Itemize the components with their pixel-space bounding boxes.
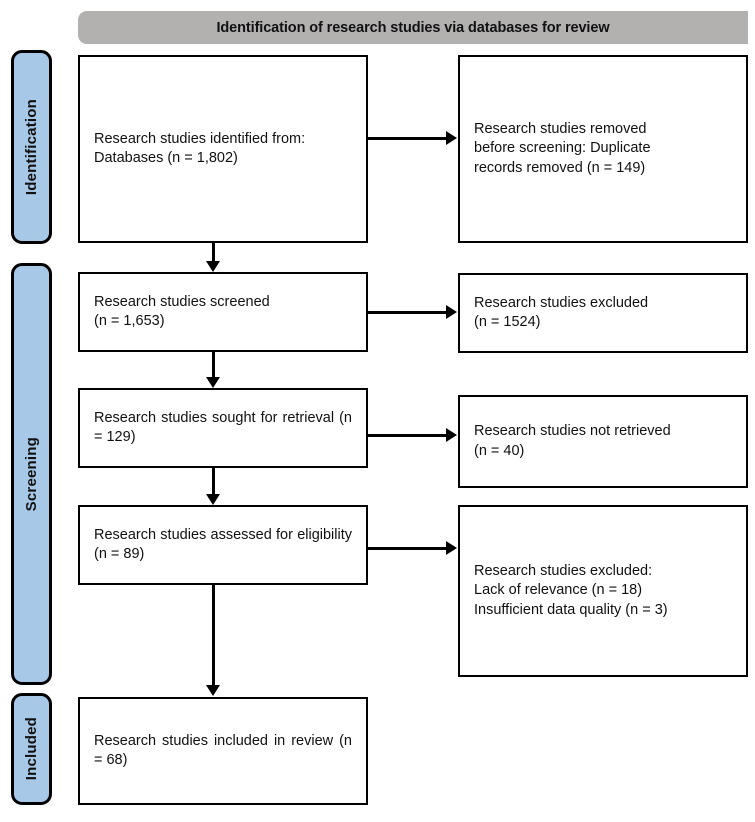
- arrow-screened-to-sought-line: [212, 352, 215, 378]
- arrow-identified-to-removed-line: [368, 137, 448, 140]
- phase-included: Included: [11, 693, 52, 805]
- arrow-sought-to-not-retrieved-line: [368, 434, 448, 437]
- banner-title: Identification of research studies via d…: [216, 19, 610, 36]
- node-studies-assessed-for-eligibility: Research studies assessed for eligibilit…: [78, 505, 368, 585]
- arrow-sought-to-assessed-head: [206, 494, 220, 505]
- phase-identification: Identification: [11, 50, 52, 244]
- node-studies-removed-before-screening: Research studies removed before screenin…: [458, 55, 748, 243]
- node-studies-excluded-screening-text: Research studies excluded (n = 1524): [474, 294, 649, 330]
- arrow-screened-to-sought-head: [206, 377, 220, 388]
- node-studies-included-in-review: Research studies included in review (n =…: [78, 697, 368, 805]
- node-studies-screened-text: Research studies screened (n = 1,653): [94, 293, 270, 329]
- arrow-identified-to-screened-line: [212, 243, 215, 263]
- node-studies-not-retrieved: Research studies not retrieved (n = 40): [458, 395, 748, 488]
- node-studies-assessed-for-eligibility-text: Research studies assessed for eligibilit…: [94, 526, 352, 562]
- arrow-assessed-to-excluded-eligibility-head: [446, 541, 457, 555]
- node-studies-removed-before-screening-text: Research studies removed before screenin…: [474, 121, 651, 176]
- arrow-sought-to-assessed-line: [212, 468, 215, 494]
- node-studies-not-retrieved-text: Research studies not retrieved (n = 40): [474, 423, 671, 459]
- diagram-banner: Identification of research studies via d…: [78, 11, 748, 44]
- phase-screening: Screening: [11, 263, 52, 685]
- node-studies-excluded-screening: Research studies excluded (n = 1524): [458, 273, 748, 353]
- node-studies-excluded-eligibility-text: Research studies excluded: Lack of relev…: [474, 563, 668, 618]
- arrow-assessed-to-included-line: [212, 585, 215, 685]
- node-studies-identified: Research studies identified from: Databa…: [78, 55, 368, 243]
- node-studies-identified-text: Research studies identified from: Databa…: [94, 130, 306, 166]
- node-studies-sought-for-retrieval: Research studies sought for retrieval (n…: [78, 388, 368, 468]
- phase-included-label: Included: [23, 717, 40, 781]
- arrow-identified-to-screened-head: [206, 261, 220, 272]
- arrow-screened-to-excluded-head: [446, 305, 457, 319]
- node-studies-screened: Research studies screened (n = 1,653): [78, 272, 368, 352]
- node-studies-excluded-eligibility: Research studies excluded: Lack of relev…: [458, 505, 748, 677]
- arrow-screened-to-excluded-line: [368, 311, 448, 314]
- arrow-assessed-to-included-head: [206, 685, 220, 696]
- arrow-sought-to-not-retrieved-head: [446, 428, 457, 442]
- arrow-assessed-to-excluded-eligibility-line: [368, 547, 448, 550]
- phase-identification-label: Identification: [23, 98, 40, 196]
- node-studies-sought-for-retrieval-text: Research studies sought for retrieval (n…: [94, 409, 352, 445]
- arrow-identified-to-removed-head: [446, 131, 457, 145]
- node-studies-included-in-review-text: Research studies included in review (n =…: [94, 732, 352, 768]
- phase-screening-label: Screening: [23, 436, 40, 512]
